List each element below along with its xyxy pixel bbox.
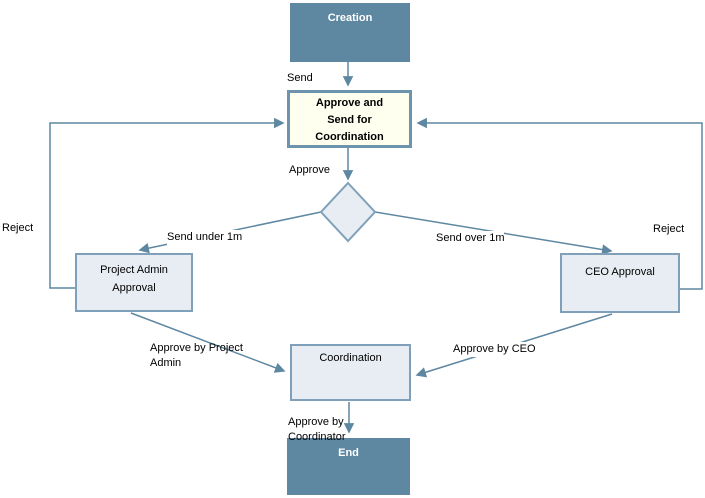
node-coordination-label: Coordination: [319, 352, 382, 364]
edge-label-approve: Approve: [289, 164, 330, 176]
node-approve-and-send: Approve and Send for Coordination: [287, 90, 412, 148]
node-end: End: [287, 438, 410, 495]
edge-label-reject-left: Reject: [2, 222, 34, 234]
edge-label-approve-by-coordinator-line1: Approve by: [288, 416, 344, 428]
edge-label-reject-right: Reject: [653, 223, 685, 235]
node-ceo-approval-label: CEO Approval: [585, 266, 655, 278]
node-ceo-approval: CEO Approval: [560, 253, 680, 313]
edge-project-admin-to-coordination: [130, 312, 286, 373]
node-creation: Creation: [290, 3, 410, 62]
node-creation-label: Creation: [327, 12, 373, 24]
edge-label-approve-by-project-admin-line2: Admin: [150, 357, 182, 369]
edge-label-approve-by-project-admin: Approve by Project Admin: [150, 341, 243, 371]
node-project-admin-label-line1: Project Admin: [100, 264, 168, 276]
node-project-admin-approval: Project Admin Approval: [75, 253, 193, 312]
edge-label-approve-by-project-admin-line1: Approve by Project: [150, 342, 243, 354]
node-approve-and-send-label-line1: Approve and: [315, 97, 384, 109]
node-approve-and-send-label-line3: Coordination: [315, 131, 384, 143]
decision-diamond: [319, 181, 377, 243]
edge-reject-ceo: [416, 117, 703, 290]
edge-label-approve-by-ceo: Approve by CEO: [453, 342, 536, 357]
edge-reject-project-admin: [49, 117, 285, 289]
edge-label-send: Send: [287, 72, 313, 84]
edge-label-approve-by-coordinator: Approve by Coordinator: [288, 415, 345, 445]
edge-label-approve-by-coordinator-line2: Coordinator: [288, 431, 346, 443]
node-project-admin-label-line2: Approval: [112, 282, 156, 294]
node-end-label: End: [338, 447, 359, 459]
node-approve-and-send-label-line2: Send for: [327, 114, 372, 126]
node-coordination: Coordination: [290, 344, 411, 401]
edge-label-send-over-1m: Send over 1m: [436, 231, 505, 246]
edge-label-send-under-1m: Send under 1m: [167, 230, 243, 245]
